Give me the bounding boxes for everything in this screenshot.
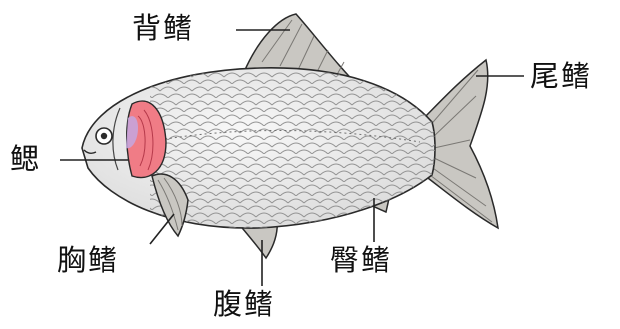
label-tail-fin: 尾鳍 <box>530 62 592 91</box>
label-gill: 鳃 <box>10 145 41 174</box>
label-dorsal-fin: 背鳍 <box>132 14 194 43</box>
label-anal-fin: 臀鳍 <box>330 246 392 275</box>
label-pectoral-fin: 胸鳍 <box>57 246 119 275</box>
label-pelvic-fin: 腹鳍 <box>213 290 275 319</box>
